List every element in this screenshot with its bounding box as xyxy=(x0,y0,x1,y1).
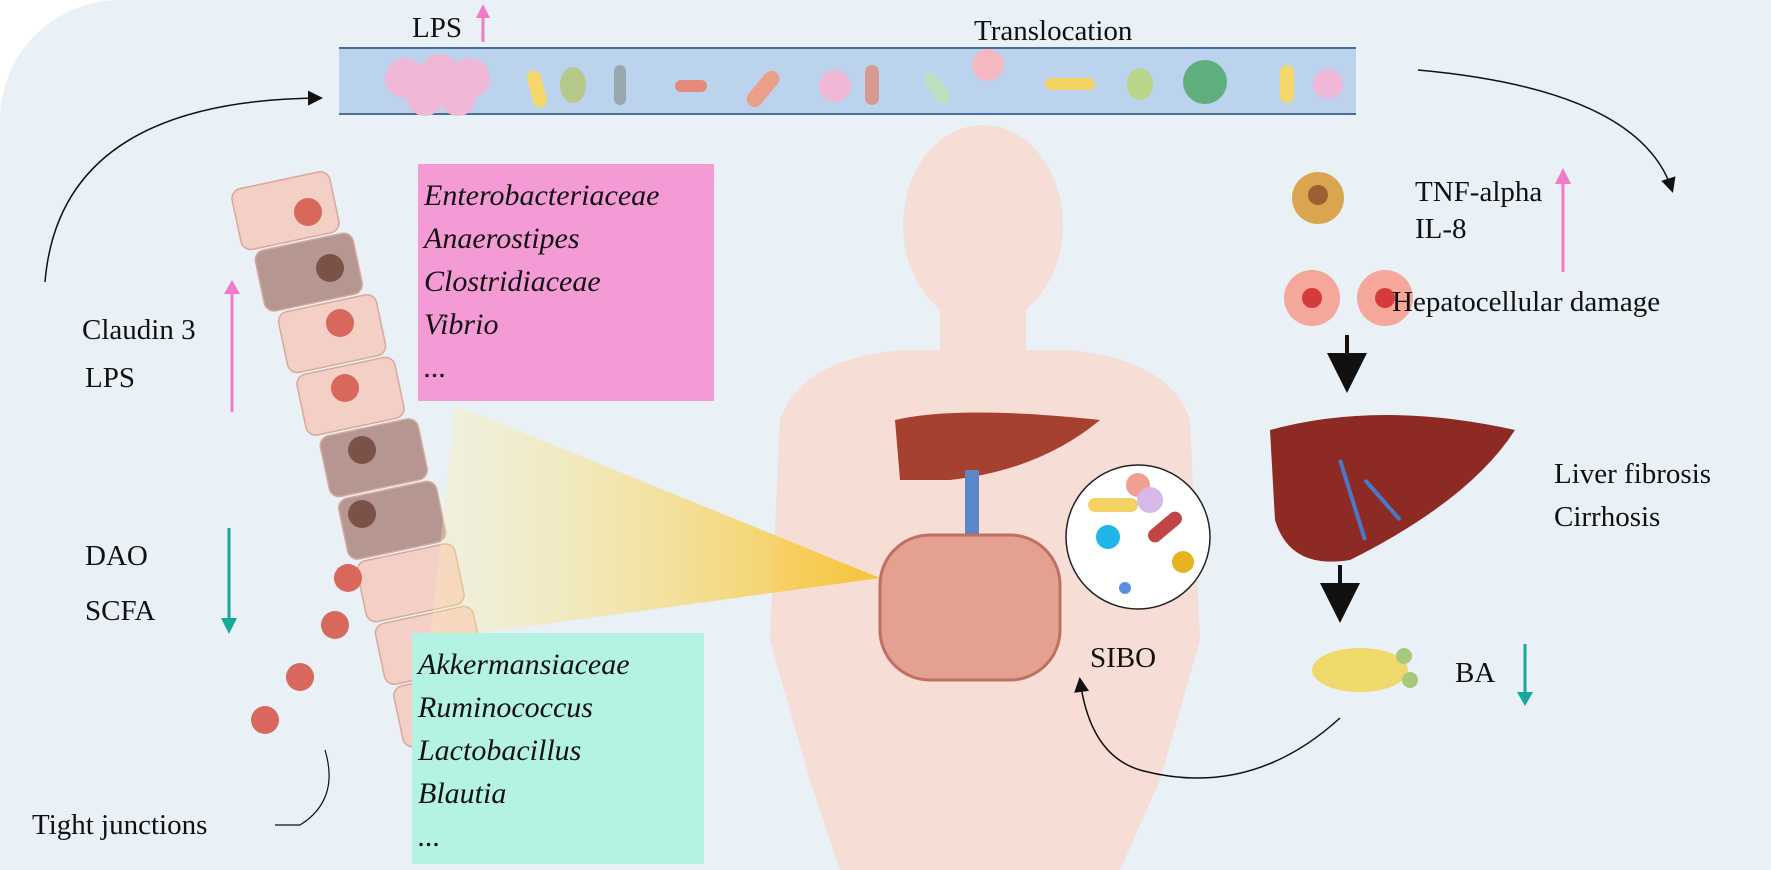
translocation-label: Translocation xyxy=(974,15,1133,47)
lumen-band xyxy=(339,47,1356,116)
sibo-label: SIBO xyxy=(1090,642,1157,674)
cirrhotic-liver xyxy=(1270,415,1515,562)
tight-junctions-leader xyxy=(275,749,330,826)
immune-cell xyxy=(1292,172,1344,224)
hepatocellular-damage-label: Hepatocellular damage xyxy=(1392,286,1661,318)
dao-label: DAO xyxy=(85,540,148,572)
sibo-circle xyxy=(1065,464,1211,610)
scfa-label: SCFA xyxy=(85,595,156,627)
arrow-ba-to-sibo xyxy=(1074,677,1341,779)
taxon: Lactobacillus xyxy=(418,734,582,767)
taxon: Vibrio xyxy=(424,308,499,341)
tight-junctions-label: Tight junctions xyxy=(32,809,208,841)
cirrhosis-label: Cirrhosis xyxy=(1554,501,1661,533)
decreased-taxa-box: Akkermansiaceae Ruminococcus Lactobacill… xyxy=(412,633,704,864)
taxon: ... xyxy=(418,820,441,853)
lps-label: LPS xyxy=(412,12,462,44)
taxon: Anaerostipes xyxy=(424,222,580,255)
taxon: Clostridiaceae xyxy=(424,265,601,298)
arrow-to-lumen xyxy=(44,90,323,283)
liver-fibrosis-label: Liver fibrosis xyxy=(1554,458,1712,490)
zoom-beam xyxy=(430,405,880,640)
taxon: Blautia xyxy=(418,777,507,810)
arrow-to-liver xyxy=(1417,69,1676,193)
taxon: Ruminococcus xyxy=(418,691,593,724)
increased-taxa-box: Enterobacteriaceae Anaerostipes Clostrid… xyxy=(418,164,714,401)
hepatocytes xyxy=(1284,270,1413,326)
taxon: ... xyxy=(424,351,447,384)
taxon: Enterobacteriaceae xyxy=(424,179,660,212)
tnf-alpha-label: TNF-alpha xyxy=(1415,176,1543,208)
liver-gut-illustration xyxy=(878,412,1100,682)
bile-acid xyxy=(1312,648,1418,692)
taxon: Akkermansiaceae xyxy=(418,648,630,681)
il8-label: IL-8 xyxy=(1415,213,1467,245)
ba-label: BA xyxy=(1455,657,1496,689)
lps-marker-label: LPS xyxy=(85,362,135,394)
claudin3-label: Claudin 3 xyxy=(82,314,196,346)
